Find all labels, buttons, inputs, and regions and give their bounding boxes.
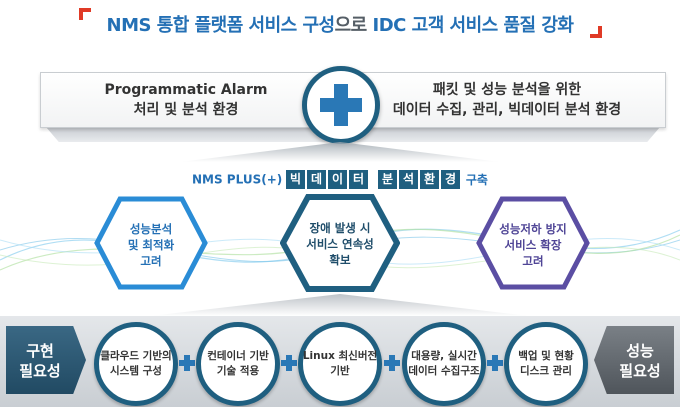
red-corner-bracket-top-left (79, 8, 91, 20)
circle-line-1: 대용량, 실시간 (411, 350, 477, 362)
performance-need-label: 성능 필요성 (606, 341, 674, 381)
title-part-2: 으로 (334, 15, 368, 36)
hexagon-center (280, 194, 400, 292)
requirement-circle-linux (298, 322, 382, 406)
hexagon-left (94, 196, 208, 290)
hexagon-center-line-3: 확보 (329, 253, 351, 267)
circle-line-2: 디스크 관리 (520, 365, 572, 377)
requirement-circle-cloud (94, 322, 178, 406)
hexagon-right (476, 196, 590, 290)
hexagon-center-line-2: 서비스 연속성 (306, 237, 374, 251)
hexagon-left-line-1: 성능분석 (129, 222, 173, 236)
requirement-circle-cloud-label: 클라우드 기반의 시스템 구성 (94, 349, 178, 379)
requirement-circle-backup-label: 백업 및 현황 디스크 관리 (504, 349, 588, 379)
requirement-circle-container-label: 컨테이너 기반 기술 적용 (196, 349, 280, 379)
hexagon-right-line-2: 서비스 확장 (504, 238, 562, 252)
requirement-circle-container (196, 322, 280, 406)
hexagon-left-label: 성능분석 및 최적화 고려 (103, 221, 199, 269)
circle-line-1: 백업 및 현황 (518, 350, 574, 362)
hexagon-right-label: 성능저하 방지 서비스 확장 고려 (481, 221, 585, 269)
top-funnel-shadow (180, 142, 500, 162)
implementation-need-arrow (6, 326, 86, 394)
requirement-circle-data-label: 대용량, 실시간 데이터 수집구조 (402, 349, 486, 379)
hexagon-right-line-1: 성능저하 방지 (499, 222, 567, 236)
build-tile: 석 (399, 170, 419, 189)
title-block: NMS 통합 플랫폼 서비스 구성으로 IDC 고객 서비스 품질 강화 (0, 6, 680, 40)
hexagon-left-line-2: 및 최적화 (127, 238, 175, 252)
title-part-1: NMS 통합 플랫폼 서비스 구성 (106, 15, 336, 36)
implementation-need-label: 구현 필요성 (6, 341, 74, 381)
build-tile: 빅 (286, 170, 306, 189)
top-right-line-1: 패킷 및 성능 분석을 위한 (432, 82, 582, 98)
performance-need-line-2: 필요성 (619, 362, 661, 380)
top-left-line-1: Programmatic Alarm (104, 82, 268, 98)
build-tile: 데 (307, 170, 327, 189)
top-right-text: 패킷 및 성능 분석을 위한 데이터 수집, 관리, 빅데이터 분석 환경 (376, 80, 638, 120)
build-tile: 이 (328, 170, 348, 189)
requirement-circle-backup (504, 322, 588, 406)
build-tile: 분 (378, 170, 398, 189)
plus-icon (384, 355, 400, 371)
build-tile: 경 (441, 170, 461, 189)
top-right-line-2: 데이터 수집, 관리, 빅데이터 분석 환경 (392, 102, 622, 118)
red-corner-bracket-bottom-right (590, 26, 602, 38)
page-title: NMS 통합 플랫폼 서비스 구성으로 IDC 고객 서비스 품질 강화 (0, 11, 680, 37)
performance-need-arrow (594, 326, 674, 394)
main-plus-icon-bar (320, 98, 362, 112)
circle-line-2: 데이터 수집구조 (408, 365, 480, 377)
circle-line-1: Linux 최신버전 (302, 350, 378, 362)
top-left-text: Programmatic Alarm 처리 및 분석 환경 (96, 80, 276, 120)
plus-icon (487, 355, 503, 371)
hexagon-right-line-3: 고려 (522, 254, 544, 268)
build-tile: 터 (349, 170, 369, 189)
build-tile: 환 (420, 170, 440, 189)
plus-icon (179, 355, 195, 371)
top-left-line-2: 처리 및 분석 환경 (133, 102, 239, 118)
title-part-3: IDC 고객 서비스 품질 강화 (372, 15, 574, 36)
hexagon-center-line-1: 장애 발생 시 (309, 221, 371, 235)
implementation-need-line-2: 필요성 (19, 362, 61, 380)
build-prefix: NMS PLUS(+) (192, 172, 283, 187)
implementation-need-line-1: 구현 (26, 342, 54, 360)
performance-need-line-1: 성능 (626, 342, 654, 360)
hexagon-left-line-3: 고려 (140, 254, 162, 268)
circle-line-2: 기술 적용 (216, 365, 260, 377)
hexagon-center-label: 장애 발생 시 서비스 연속성 확보 (289, 220, 391, 268)
circle-line-2: 기반 (330, 365, 350, 377)
plus-icon (281, 355, 297, 371)
build-suffix: 구축 (465, 173, 488, 187)
circle-line-1: 컨테이너 기반 (207, 350, 269, 362)
circle-line-1: 클라우드 기반의 (100, 350, 172, 362)
circle-line-2: 시스템 구성 (110, 365, 162, 377)
requirement-circle-linux-label: Linux 최신버전 기반 (298, 349, 382, 379)
requirement-circle-data (402, 322, 486, 406)
